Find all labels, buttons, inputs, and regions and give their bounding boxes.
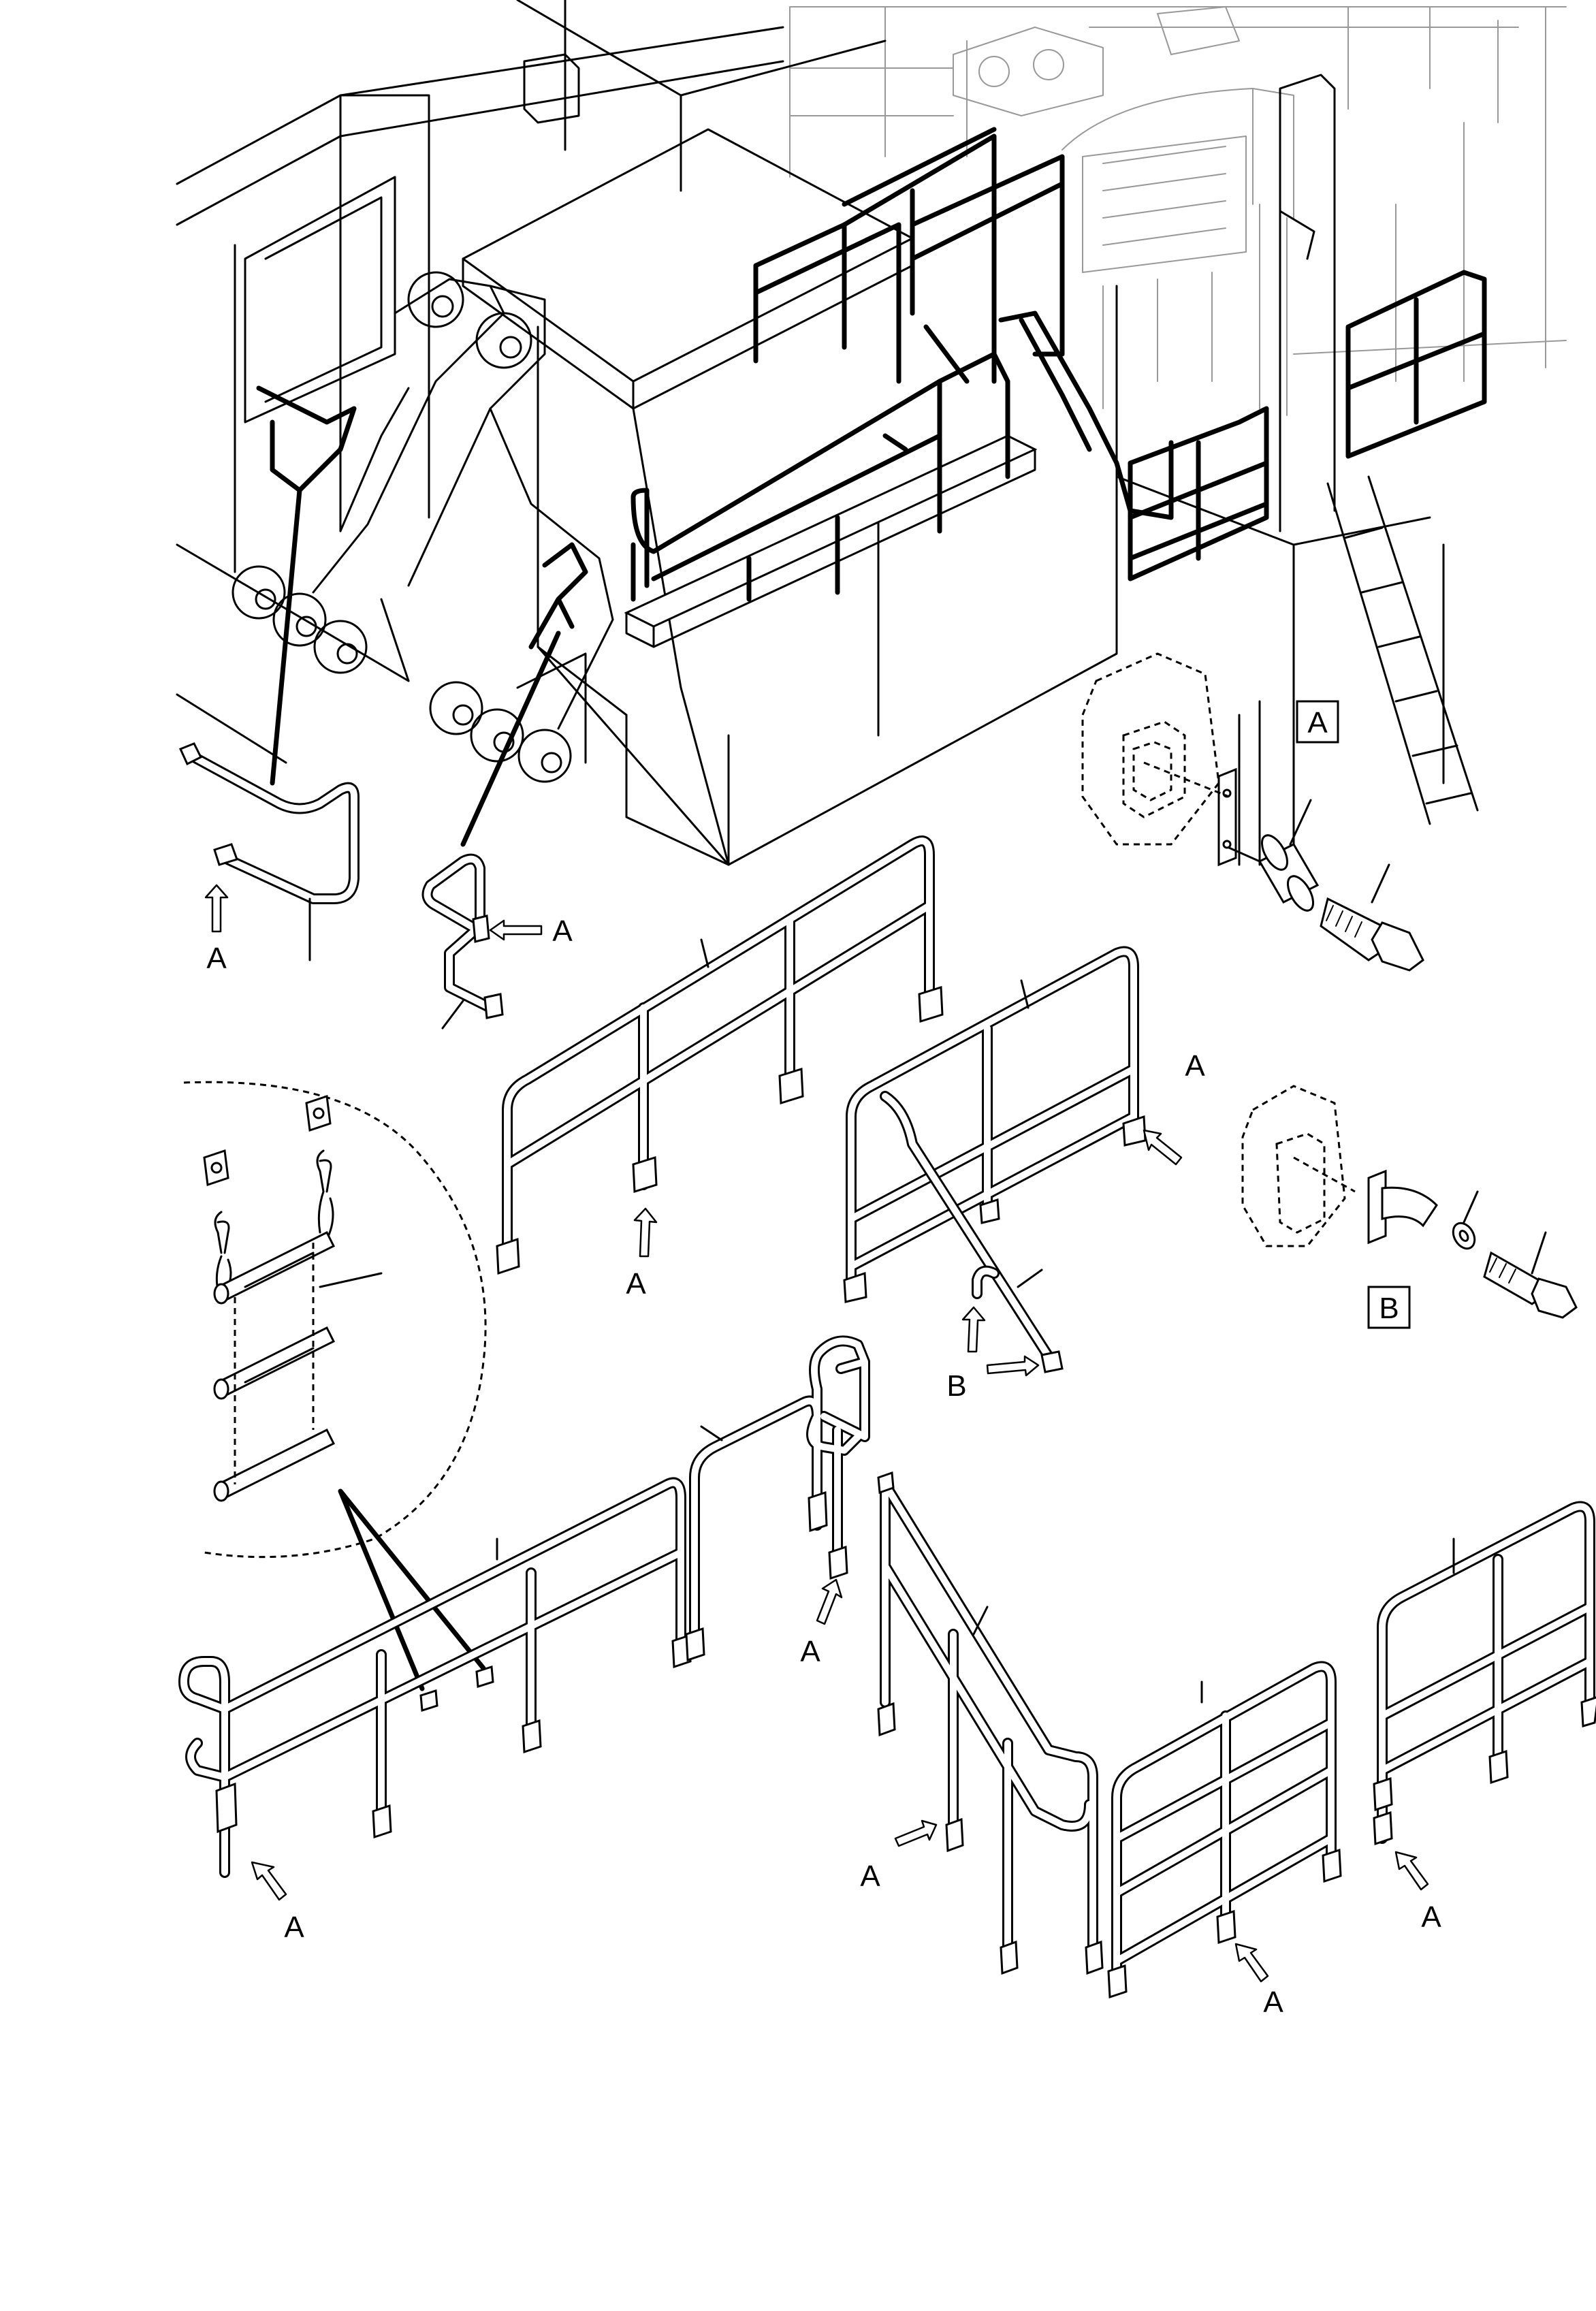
mount-a-label: A <box>800 1635 820 1668</box>
handhold-part-2 <box>421 853 504 1030</box>
arrow-up-icon <box>633 1207 658 1258</box>
mount-a-label: A <box>1263 1986 1283 2019</box>
railing-section-4 <box>843 946 1147 1373</box>
detail-b-box <box>1367 1286 1411 1329</box>
mounting-arrows <box>204 884 1429 1983</box>
railing-section-7 <box>877 1471 1104 1975</box>
detail-a-mount <box>1081 652 1424 972</box>
mount-a-label: A <box>626 1267 646 1301</box>
railing-section-3 <box>496 835 944 1275</box>
arrow-up-icon <box>961 1306 986 1353</box>
detail-b-box-label: B <box>1379 1292 1399 1325</box>
mount-a-label: A <box>860 1860 880 1893</box>
arrow-up-icon <box>816 1578 843 1625</box>
machine-body-outline <box>176 0 1479 866</box>
callout-labels: A B A A A A B A A A A A <box>206 700 1441 2019</box>
rope-ladder-detail <box>183 1081 487 1691</box>
railing-section-5 <box>178 1477 692 1878</box>
arrow-up-left-icon <box>251 1861 287 1901</box>
railing-section-8 <box>1107 1661 1342 1999</box>
mount-a-label: A <box>552 914 573 948</box>
detail-a-box <box>1296 700 1339 744</box>
mount-a-label: A <box>1185 1049 1205 1083</box>
mount-a-label: A <box>206 942 227 975</box>
arrow-down-left-icon <box>1143 1129 1183 1166</box>
detail-b-mount <box>1241 1085 1578 1319</box>
railing-section-6 <box>685 1335 870 1662</box>
mount-a-label: A <box>284 1911 304 1944</box>
arrow-right-icon <box>894 1819 938 1847</box>
arrow-right-icon <box>986 1355 1040 1377</box>
detail-a-box-label: A <box>1307 706 1328 739</box>
arrow-left-icon <box>489 919 543 941</box>
arrow-up-left-icon <box>1234 1943 1269 1983</box>
boom-pins <box>232 271 587 783</box>
arrow-up-left-icon <box>1394 1851 1429 1891</box>
installed-handrails <box>256 127 1487 847</box>
handhold-part-1 <box>178 742 360 961</box>
railing-section-9 <box>1373 1501 1596 1846</box>
arrow-up-icon <box>204 884 229 933</box>
mount-a-label: A <box>1421 1900 1441 1934</box>
mount-b-label: B <box>946 1369 966 1403</box>
machine-background-linework <box>789 6 1567 416</box>
